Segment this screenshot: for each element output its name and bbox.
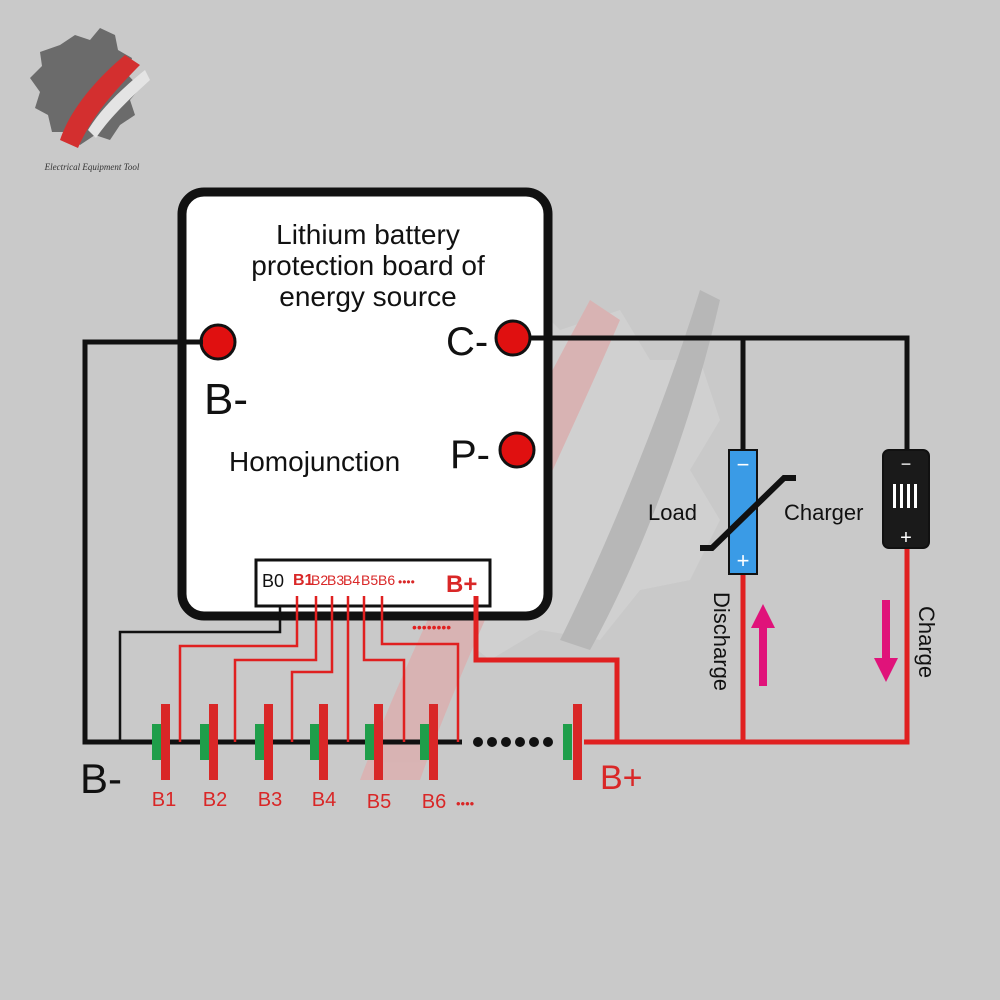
charge-label: Charge	[914, 606, 939, 678]
charger-cells-icon	[893, 484, 917, 508]
wire-b-minus-loop	[82, 339, 203, 745]
connector-dots: ••••	[398, 575, 415, 589]
cell-label-b2: B2	[203, 789, 227, 811]
battery-cell-2	[200, 704, 218, 780]
wire-b-plus-bus	[584, 548, 910, 745]
pack-label-b-plus: B+	[600, 759, 643, 797]
charge-arrow-icon	[874, 600, 898, 682]
cell-label-b1: B1	[152, 789, 176, 811]
battery-cell-3	[255, 704, 273, 780]
connector-label-b6: B6	[378, 572, 395, 588]
battery-pack: B1 B2 B3 B4 B5 B6 •••• B- B+	[80, 704, 643, 813]
charger-minus-sign: −	[901, 454, 912, 474]
connector-label-b0: B0	[262, 571, 284, 591]
logo-caption: Electrical Equipment Tool	[44, 162, 140, 172]
sense-wire-dots: ••••••••	[412, 619, 451, 635]
sense-wire-b3	[290, 596, 334, 742]
black-wires	[82, 335, 910, 745]
connector-label-b4: B4	[343, 572, 360, 588]
protection-board: Lithium battery protection board of ener…	[177, 187, 553, 621]
cell-label-b3: B3	[258, 789, 282, 811]
cell-label-b6: B6	[422, 791, 446, 813]
connector-label-b-plus: B+	[446, 571, 477, 598]
battery-cell-1	[152, 704, 170, 780]
board-terminal-b-minus	[199, 323, 237, 361]
battery-cell-n	[563, 704, 582, 780]
brand-logo: Electrical Equipment Tool	[30, 28, 150, 172]
connector-label-b1: B1	[293, 572, 314, 589]
sense-wire-b6	[380, 596, 460, 742]
sense-wire-b1	[178, 596, 299, 742]
board-title-line2: protection board of	[251, 250, 485, 281]
logo-swoosh-icon	[60, 55, 140, 148]
sense-wire-b5	[362, 596, 406, 742]
connector-label-b5: B5	[361, 572, 378, 588]
battery-cell-4	[310, 704, 328, 780]
board-label-b-minus: B-	[204, 375, 248, 424]
board-terminal-c-minus	[494, 319, 532, 357]
red-sense-wires: ••••••••	[178, 596, 460, 742]
watermark-swoosh-gray	[560, 290, 720, 650]
balance-connector	[254, 558, 492, 608]
red-power-wires	[473, 548, 910, 745]
sense-wire-b2	[233, 596, 318, 742]
charger-body	[882, 449, 930, 549]
charger-label: Charger	[784, 500, 863, 525]
board-terminal-p-minus	[498, 431, 536, 469]
board-label-homojunction: Homojunction	[229, 446, 400, 477]
variable-resistor-icon	[700, 475, 796, 551]
wire-c-minus-bus	[530, 335, 910, 452]
cell-label-b5: B5	[367, 791, 391, 813]
sense-wire-b0	[118, 606, 282, 742]
board-title-line1: Lithium battery	[276, 219, 460, 250]
load-minus-sign: −	[737, 452, 750, 477]
charger-component: − + Charger Charge	[784, 449, 939, 682]
battery-continuation-dots	[473, 737, 553, 747]
board-label-c-minus: C-	[446, 320, 488, 364]
battery-cell-6	[420, 704, 438, 780]
board-title-line3: energy source	[279, 281, 456, 312]
pack-label-b-minus: B-	[80, 755, 122, 802]
battery-cell-5	[365, 704, 383, 780]
discharge-arrow-icon	[751, 604, 775, 686]
wire-b-plus-sense	[473, 596, 620, 742]
connector-label-b2: B2	[311, 572, 328, 588]
connector-label-b3: B3	[327, 572, 344, 588]
load-component: − + Load Discharge	[648, 449, 796, 691]
cell-label-dots: ••••	[456, 796, 475, 811]
load-plus-sign: +	[737, 548, 750, 573]
load-label: Load	[648, 500, 697, 525]
cell-label-b4: B4	[312, 789, 336, 811]
charger-plus-sign: +	[900, 527, 912, 549]
discharge-label: Discharge	[709, 592, 734, 691]
board-label-p-minus: P-	[450, 433, 490, 477]
